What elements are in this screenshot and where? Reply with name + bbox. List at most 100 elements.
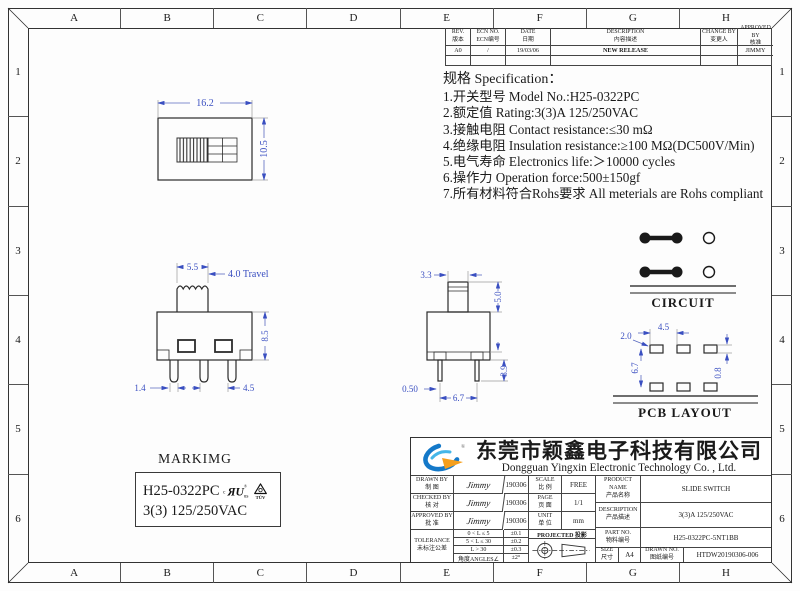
company-logo-icon: ® [423, 442, 465, 472]
grid-col-label: H [721, 567, 730, 579]
switch-body-front [156, 311, 253, 361]
pad-height-dim: 0.8 [713, 367, 723, 379]
size-label: SIZE 尺寸 [596, 547, 619, 562]
drawn-by-label: DRAWN BY 制 图 [411, 476, 454, 494]
svg-text:us: us [243, 493, 248, 499]
company-header: ® 东莞市颖鑫电子科技有限公司 Dongguan Yingxin Electro… [411, 438, 771, 476]
contact-dot [639, 266, 651, 278]
date-cell: 19/03/06 [506, 46, 551, 56]
svg-text:ЯU: ЯU [226, 486, 244, 499]
approvedby-cell: JIMMY [738, 46, 773, 56]
marking-rating: 3(3) 125/250VAC [143, 503, 248, 519]
terminal-window [214, 339, 233, 353]
part-no-label: PART NO. 物料编号 [596, 528, 641, 548]
pad-width-dim: 2.0 [620, 331, 632, 341]
open-contact [702, 231, 716, 245]
spec-item: 3.接触电阻 Contact resistance:≤30 mΩ [443, 121, 653, 137]
revision-table: REV. 版本 ECN NO. ECN编号 DATE 日期 DESCRIPTIO… [445, 25, 773, 66]
slider-knob-side [447, 281, 469, 313]
grid-col-label: F [494, 8, 587, 28]
grid-col-label: E [401, 563, 494, 583]
page-label: PAGE 页 面 [529, 494, 562, 512]
terminal-leg [199, 360, 209, 383]
front-view-drawing: 5.5 4.0 Travel 8.5 1.4 4.5 [134, 262, 270, 393]
slider-knob-front [176, 285, 209, 312]
terminal-leg-side [437, 359, 443, 382]
open-contact [702, 265, 716, 279]
inner-frame [28, 28, 772, 563]
leg-width-dim: 1.4 [134, 383, 146, 393]
svg-text:TÜV: TÜV [255, 495, 265, 500]
checked-by-signature: Jimmy [452, 494, 506, 512]
marking-box: H25-0322PC c ЯU ® us TÜV 3(3) 125/250VAC [135, 472, 281, 527]
description-header: DESCRIPTION 内容描述 [551, 28, 701, 46]
ecn-header: ECN NO. ECN编号 [471, 28, 506, 46]
drawn-no-label: DRAWN NO. 图纸编号 [641, 547, 684, 562]
drawn-by-signature: Jimmy [452, 476, 506, 494]
pcb-pad [649, 382, 664, 392]
switch-body-side [426, 311, 491, 361]
marking-model: H25-0322PC [143, 482, 220, 499]
pcb-pad [703, 344, 718, 354]
drawn-no-value: HTDW20190306-006 [696, 551, 759, 559]
leg-thickness-dim: 0.50 [402, 384, 418, 394]
svg-text:®: ® [461, 443, 465, 450]
title-block: ® 东莞市颖鑫电子科技有限公司 Dongguan Yingxin Electro… [410, 437, 772, 563]
grid-row-label: 2 [772, 117, 792, 207]
grid-strip-left: 1 2 3 4 5 6 [8, 28, 28, 563]
top-view-width-dim: 16.2 [196, 98, 214, 109]
grid-col-label: E [401, 8, 494, 28]
pcb-pad [703, 382, 718, 392]
contact-dot [639, 232, 651, 244]
side-knob-height-dim: 5.0 [493, 291, 503, 303]
grid-strip-right: 1 2 3 4 5 6 [772, 28, 792, 563]
front-body-height-dim: 8.5 [260, 330, 270, 342]
leg-length-dim: 3.9 [499, 365, 509, 377]
switch-body-top [157, 117, 253, 181]
top-view-drawing: 16.2 10.5 [157, 98, 270, 181]
company-name-en: Dongguan Yingxin Electronic Technology C… [501, 462, 737, 474]
marking-line1: H25-0322PC c ЯU ® us TÜV [143, 482, 268, 500]
grid-row-label: 5 [8, 385, 28, 475]
grid-col-label: F [494, 563, 587, 583]
circuit-diagram: CIRCUIT [630, 231, 736, 310]
approved-by-date: 190306 [504, 512, 529, 530]
tolerance-range: L > 30 [454, 546, 504, 554]
projected-label: PROJECTED 投影 [529, 530, 596, 539]
checked-by-date: 190306 [504, 494, 529, 512]
rev-header-zh: 版本 [452, 36, 464, 43]
side-knob-width-dim: 3.3 [420, 270, 432, 280]
grid-col-label: B [121, 8, 215, 28]
spec-item: 6.操作力 Operation force:500±150gf [443, 170, 641, 186]
grid-col-label: C [214, 8, 308, 28]
grid-row-label: 1 [8, 28, 28, 118]
contact-dot [671, 266, 683, 278]
ul-logo-icon: c ЯU ® us [223, 483, 248, 499]
approvedby-header: APPROVED BY 核准 [738, 25, 773, 46]
description-cell: NEW RELEASE [551, 46, 701, 56]
rev-cell: A0 [446, 46, 471, 56]
approved-by-label: APPROVED BY 批 准 [411, 512, 454, 530]
pad-pitch-dim: 4.5 [658, 322, 670, 332]
marking-title: MARKIMG [158, 451, 232, 466]
side-view-drawing: 3.3 5.0 0.50 6.7 3.9 [402, 270, 509, 403]
slider-knob-top [176, 137, 209, 163]
page-value: 1/1 [562, 494, 596, 512]
pcb-pad [676, 382, 691, 392]
contact-dot [671, 232, 683, 244]
svg-text:c: c [223, 490, 226, 496]
grid-row-label: 3 [8, 207, 28, 296]
spec-item: 4.绝缘电阻 Insulation resistance:≥100 MΩ(DC5… [443, 137, 755, 153]
grid-row-label: 4 [8, 296, 28, 386]
specification-block: 规格 Specification： 1.开关型号 Model No.:H25-0… [443, 72, 763, 203]
top-view-height-dim: 10.5 [259, 140, 270, 158]
approved-by-signature: Jimmy [452, 512, 506, 530]
changeby-header: CHANGE BY 变更人 [701, 28, 738, 46]
grid-row-label: 4 [772, 296, 792, 386]
grid-col-label: H [721, 12, 730, 24]
front-knob-width-dim: 5.5 [187, 262, 199, 272]
scale-label: SCALE 比 例 [529, 476, 562, 494]
pcb-pad [649, 344, 664, 354]
